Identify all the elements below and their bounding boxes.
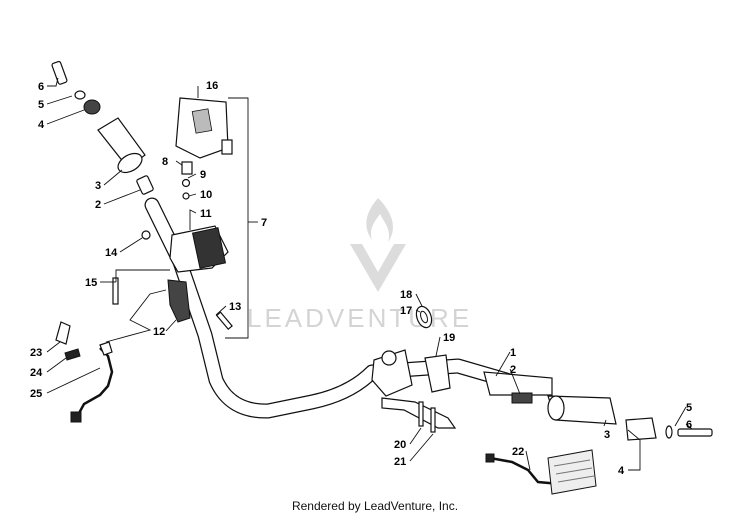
boot-23: [55, 321, 71, 345]
callout-23: 23: [30, 347, 42, 359]
callout-6-right: 6: [686, 419, 692, 431]
right-controls: [371, 305, 713, 441]
leader-lines: [46, 77, 693, 471]
callout-13: 13: [229, 301, 241, 313]
callout-1: 1: [510, 347, 516, 359]
left-insert-2: [136, 175, 154, 195]
left-switch-cluster: [112, 225, 233, 331]
bolt-20: [418, 401, 424, 427]
left-washer-5: [74, 90, 86, 100]
bolt-15: [112, 277, 119, 305]
switch-19: [424, 354, 451, 393]
callout-4-left: 4: [38, 119, 45, 131]
handlebar: [144, 197, 528, 419]
right-bolt-6: [677, 428, 713, 437]
pad-24: [64, 348, 81, 361]
callout-6-left: 6: [38, 81, 44, 93]
callout-7: 7: [261, 217, 267, 229]
watermark: LEADVENTURE: [247, 198, 472, 333]
screw-14: [141, 230, 151, 240]
callout-15: 15: [85, 277, 97, 289]
callout-12: 12: [153, 326, 165, 338]
callout-2-left: 2: [95, 199, 101, 211]
callout-8: 8: [162, 156, 168, 168]
callout-5-right: 5: [686, 402, 692, 414]
left-wiring: [55, 321, 114, 423]
callout-24: 24: [30, 367, 43, 379]
callout-14: 14: [105, 247, 118, 259]
callout-18: 18: [400, 289, 412, 301]
right-end-cap-4: [625, 417, 657, 441]
harness-25: [76, 347, 114, 416]
callout-25: 25: [30, 388, 42, 400]
callout-9: 9: [200, 169, 206, 181]
callout-3-left: 3: [95, 180, 101, 192]
left-grip-assembly: [51, 60, 154, 195]
watermark-text: LEADVENTURE: [247, 303, 472, 333]
footer-credit: Rendered by LeadVenture, Inc.: [291, 499, 459, 513]
callout-5-left: 5: [38, 99, 44, 111]
bolt-13: [215, 311, 233, 331]
right-wiring-22: [485, 449, 597, 495]
callout-4-right: 4: [618, 465, 625, 477]
callout-10: 10: [200, 189, 212, 201]
screw-8: [181, 161, 193, 175]
callout-19: 19: [443, 332, 455, 344]
callout-16: 16: [206, 80, 218, 92]
bolt-21: [430, 407, 436, 433]
callout-3-right: 3: [604, 429, 610, 441]
insert-2-right: [511, 392, 533, 404]
switch-housing-16: [175, 97, 233, 159]
callout-22: 22: [512, 446, 524, 458]
bracket-7: [225, 97, 249, 339]
throttle-tube-1: [483, 371, 553, 396]
left-end-cap-4: [83, 99, 101, 115]
master-cylinder: [371, 349, 413, 397]
throttle-lever-12: [167, 279, 191, 323]
callout-2-right: 2: [510, 364, 516, 376]
left-bolt-6: [51, 60, 68, 85]
callout-11: 11: [200, 208, 212, 220]
callout-17: 17: [400, 305, 412, 317]
callouts: 6 5 4 3 2 16 8 9 10 11 7 14 15 13 12 23 …: [30, 80, 692, 477]
washer-9: [181, 178, 191, 188]
callout-21: 21: [394, 456, 406, 468]
washer-10: [182, 192, 190, 200]
right-washer-5: [665, 425, 673, 439]
callout-20: 20: [394, 439, 406, 451]
